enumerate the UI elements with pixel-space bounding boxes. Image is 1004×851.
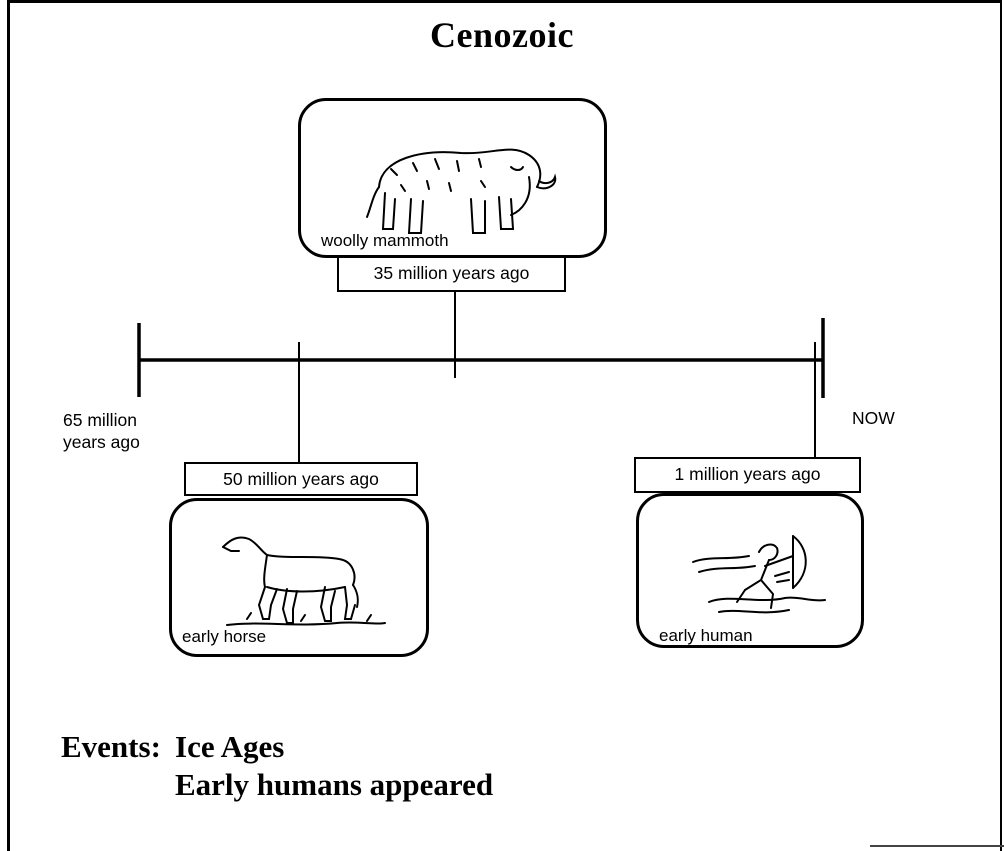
card-early-horse: early horse <box>169 498 429 657</box>
timeline-end-label: NOW <box>852 407 895 429</box>
timeline-start-label-line1: 65 million <box>63 410 137 430</box>
mammoth-icon <box>361 129 561 239</box>
date-box-woolly-mammoth: 35 million years ago <box>337 256 566 292</box>
human-archer-icon <box>689 532 829 622</box>
event-item: Ice Ages <box>175 728 284 766</box>
timeline-start-label: 65 million years ago <box>63 409 140 453</box>
card-woolly-mammoth: woolly mammoth <box>298 98 607 258</box>
card-label-early-human: early human <box>659 626 753 646</box>
card-early-human: early human <box>636 493 864 648</box>
events-heading: Events: <box>61 728 161 766</box>
card-label-early-horse: early horse <box>182 627 266 647</box>
horse-icon <box>217 529 387 629</box>
event-item: Early humans appeared <box>175 766 493 804</box>
timeline-start-label-line2: years ago <box>63 432 140 452</box>
card-label-woolly-mammoth: woolly mammoth <box>321 231 449 251</box>
date-box-early-horse: 50 million years ago <box>184 462 418 496</box>
date-box-early-human: 1 million years ago <box>634 457 861 493</box>
